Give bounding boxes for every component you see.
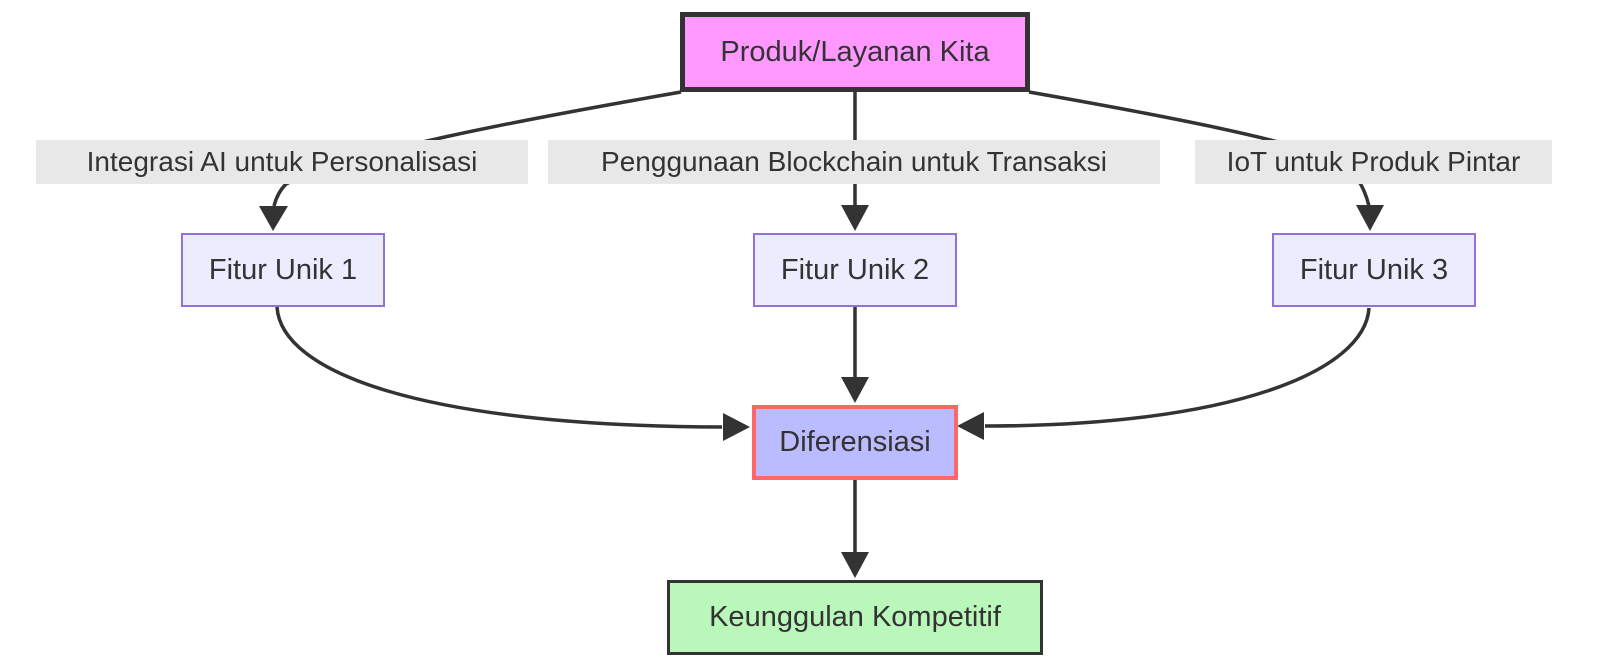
arrowhead-keunggulan: [841, 552, 869, 578]
node-fitur-unik-2: Fitur Unik 2: [753, 233, 957, 307]
edge-label-iot: IoT untuk Produk Pintar: [1195, 140, 1552, 184]
edge-fitur3-diferensiasi: [984, 307, 1371, 428]
arrowhead-diferensiasi-right: [957, 412, 984, 440]
arrowhead-diferensiasi-left: [723, 413, 750, 441]
arrowhead-diferensiasi-top: [841, 377, 869, 403]
node-diferensiasi: Diferensiasi: [752, 405, 958, 480]
edge-fitur1-diferensiasi: [275, 306, 723, 429]
arrowhead-fitur3: [1356, 205, 1384, 231]
arrowhead-fitur2: [841, 205, 869, 231]
node-keunggulan-kompetitif: Keunggulan Kompetitif: [667, 580, 1043, 655]
node-fitur-unik-1: Fitur Unik 1: [181, 233, 385, 307]
edge-label-blockchain: Penggunaan Blockchain untuk Transaksi: [548, 140, 1160, 184]
node-fitur-unik-3: Fitur Unik 3: [1272, 233, 1476, 307]
node-produk-layanan-kita: Produk/Layanan Kita: [680, 12, 1030, 92]
arrowhead-fitur1: [259, 206, 288, 231]
edge-label-integrasi-ai: Integrasi AI untuk Personalisasi: [36, 140, 528, 184]
